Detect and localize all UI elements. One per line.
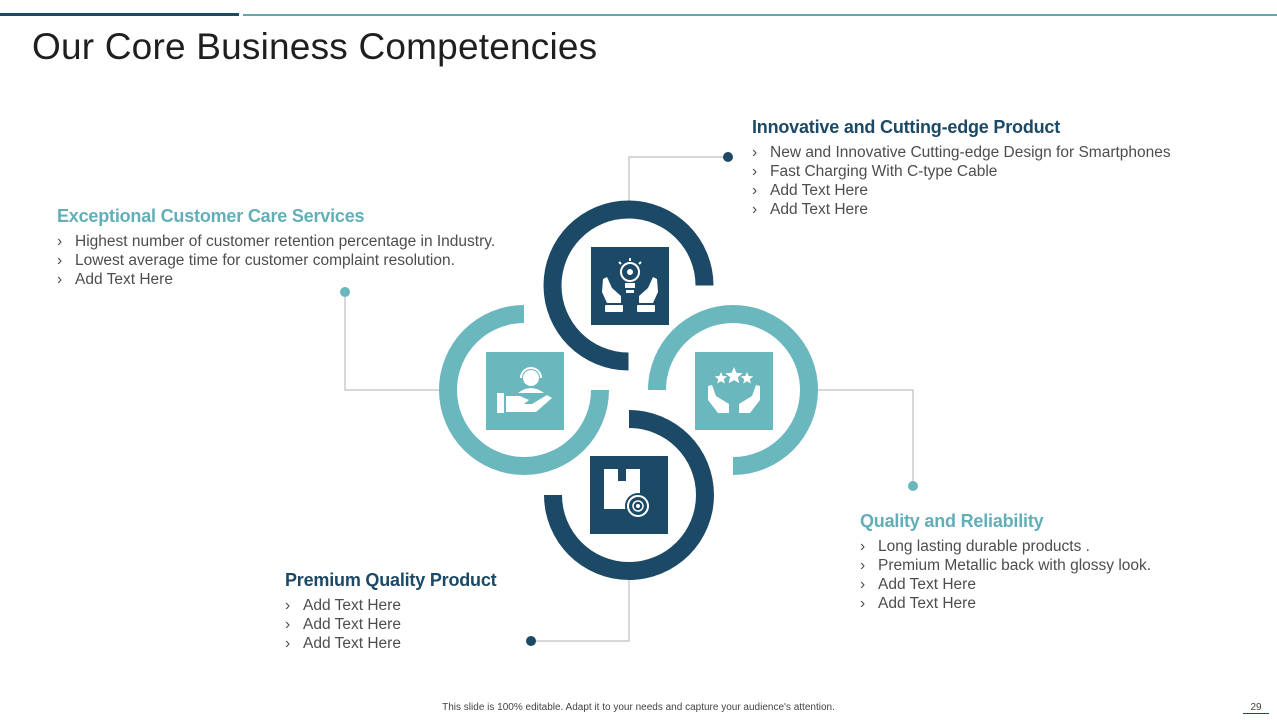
list-item: ›Add Text Here <box>752 201 868 218</box>
competency-list: ›Long lasting durable products . ›Premiu… <box>860 537 1151 613</box>
competency-customer-care: Exceptional Customer Care Services ›High… <box>57 206 495 289</box>
list-item: ›Add Text Here <box>285 635 401 652</box>
list-item: ›Add Text Here <box>752 182 868 199</box>
competency-list: ›Add Text Here ›Add Text Here ›Add Text … <box>285 596 496 653</box>
list-item: ›New and Innovative Cutting-edge Design … <box>752 144 1171 161</box>
list-item: ›Highest number of customer retention pe… <box>57 233 496 250</box>
list-item: ›Premium Metallic back with glossy look. <box>860 557 1152 574</box>
competency-list: ›Highest number of customer retention pe… <box>57 232 495 289</box>
list-item: ›Lowest average time for customer compla… <box>57 252 455 269</box>
title-accent-bar-teal <box>243 14 1277 16</box>
competency-heading: Innovative and Cutting-edge Product <box>752 117 1061 137</box>
connector-right <box>818 389 914 486</box>
customer-support-hand-icon <box>497 367 552 413</box>
package-badge-icon <box>604 469 651 519</box>
list-item: ›Fast Charging With C-type Cable <box>752 163 998 180</box>
list-item: ›Add Text Here <box>860 595 976 612</box>
list-item: ›Add Text Here <box>860 576 976 593</box>
competency-quality: Quality and Reliability ›Long lasting du… <box>860 511 1151 613</box>
competency-heading: Premium Quality Product <box>285 570 497 590</box>
footer-note: This slide is 100% editable. Adapt it to… <box>442 702 835 713</box>
page-number: 29 <box>1243 702 1269 714</box>
connector-top <box>628 156 728 202</box>
competency-innovative: Innovative and Cutting-edge Product ›New… <box>752 117 1171 219</box>
competency-heading: Quality and Reliability <box>860 511 1044 531</box>
page-title: Our Core Business Competencies <box>32 26 598 67</box>
competency-list: ›New and Innovative Cutting-edge Design … <box>752 143 1171 219</box>
connector-left <box>344 292 440 391</box>
stars-hands-icon <box>708 367 760 413</box>
list-item: ›Add Text Here <box>57 271 173 288</box>
list-item: ›Long lasting durable products . <box>860 538 1090 555</box>
list-item: ›Add Text Here <box>285 597 401 614</box>
competency-heading: Exceptional Customer Care Services <box>57 206 365 226</box>
connector-dot-bottom <box>526 636 536 646</box>
connector-bottom <box>531 580 630 642</box>
lightbulb-gear-hands-icon <box>602 258 658 312</box>
connector-dot-left <box>340 287 350 297</box>
list-item: ›Add Text Here <box>285 616 401 633</box>
competency-premium: Premium Quality Product ›Add Text Here ›… <box>285 570 497 653</box>
title-accent-bar-dark <box>0 13 239 16</box>
icon-box-right <box>695 352 773 430</box>
connector-dot-top <box>723 152 733 162</box>
connector-lines <box>344 156 914 642</box>
connector-dot-right <box>908 481 918 491</box>
